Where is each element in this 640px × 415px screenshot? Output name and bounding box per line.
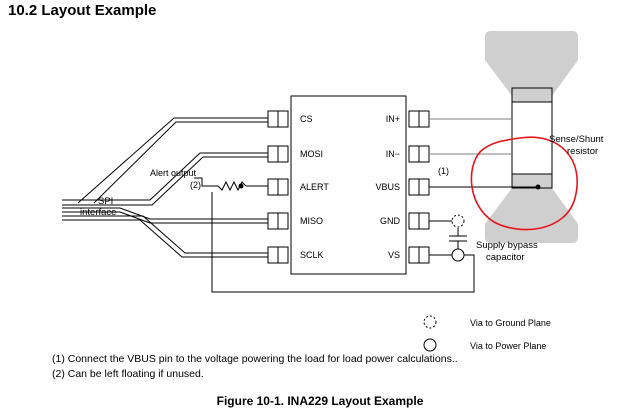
figure-caption: Figure 10-1. INA229 Layout Example xyxy=(216,394,424,408)
ground-via xyxy=(451,214,465,228)
pin-label-cs: CS xyxy=(300,114,313,124)
legend-power-via-icon xyxy=(423,338,437,352)
bypass-label-line2: capacitor xyxy=(486,252,525,263)
alert-marker: (2) xyxy=(190,180,201,190)
bypass-capacitor xyxy=(449,228,467,249)
legend-ground-via-icon xyxy=(423,315,437,329)
pin-label-in-plus: IN+ xyxy=(386,114,400,124)
alert-output-label: Alert output xyxy=(150,168,197,178)
pad-cs xyxy=(267,110,279,128)
vbus-via xyxy=(535,184,541,190)
footnote-2: (2) Can be left floating if unused. xyxy=(52,368,204,380)
pin-label-sclk: SCLK xyxy=(300,250,324,260)
legend-ground-via-label: Via to Ground Plane xyxy=(470,318,551,328)
pin-label-vs: VS xyxy=(388,250,400,260)
pin-label-mosi: MOSI xyxy=(300,149,323,159)
spi-label-line1: SPI xyxy=(98,196,113,207)
alert-resistor xyxy=(217,180,247,192)
section-title: 10.2 Layout Example xyxy=(8,2,157,19)
ground-trace xyxy=(211,192,475,293)
pin-label-vbus: VBUS xyxy=(375,182,400,192)
pin-label-in-minus: IN− xyxy=(386,149,400,159)
pin-label-gnd: GND xyxy=(380,216,401,226)
pin-label-miso: MISO xyxy=(300,216,323,226)
spi-label-line2: interface xyxy=(80,207,116,218)
shunt-resistor-bottom-pad xyxy=(511,173,553,189)
alert-output-node xyxy=(238,183,244,189)
pad-gnd xyxy=(408,212,420,230)
pad-vs xyxy=(408,246,420,264)
left-pads xyxy=(267,110,289,264)
bottom-copper-pour xyxy=(485,180,578,243)
top-copper-pour xyxy=(485,31,578,104)
sense-traces xyxy=(429,118,512,155)
pad-alert xyxy=(267,178,279,196)
spi-traces xyxy=(62,117,268,258)
pin-label-alert: ALERT xyxy=(300,182,329,192)
footnote-1: (1) Connect the VBUS pin to the voltage … xyxy=(52,353,458,365)
bypass-label-line1: Supply bypass xyxy=(476,240,538,251)
power-via xyxy=(451,248,465,262)
layout-diagram: CS MOSI ALERT MISO SCLK IN+ IN− VBUS GND… xyxy=(62,31,604,352)
shunt-label-line1: Sense/Shunt xyxy=(549,134,604,145)
pad-in-minus xyxy=(408,145,420,163)
annotation-circle xyxy=(470,136,578,231)
pad-sclk xyxy=(267,246,279,264)
vbus-marker: (1) xyxy=(438,166,449,176)
pad-mosi xyxy=(267,145,279,163)
right-pads xyxy=(408,110,430,264)
legend-power-via-label: Via to Power Plane xyxy=(470,341,546,351)
pad-in-plus xyxy=(408,110,420,128)
shunt-resistor-top-pad xyxy=(511,87,553,103)
shunt-label-line2: resistor xyxy=(567,146,598,157)
alert-trace xyxy=(194,177,268,192)
footnotes: (1) Connect the VBUS pin to the voltage … xyxy=(52,352,458,382)
pad-vbus xyxy=(408,178,420,196)
pad-miso xyxy=(267,212,279,230)
ina229-chip xyxy=(290,95,407,275)
